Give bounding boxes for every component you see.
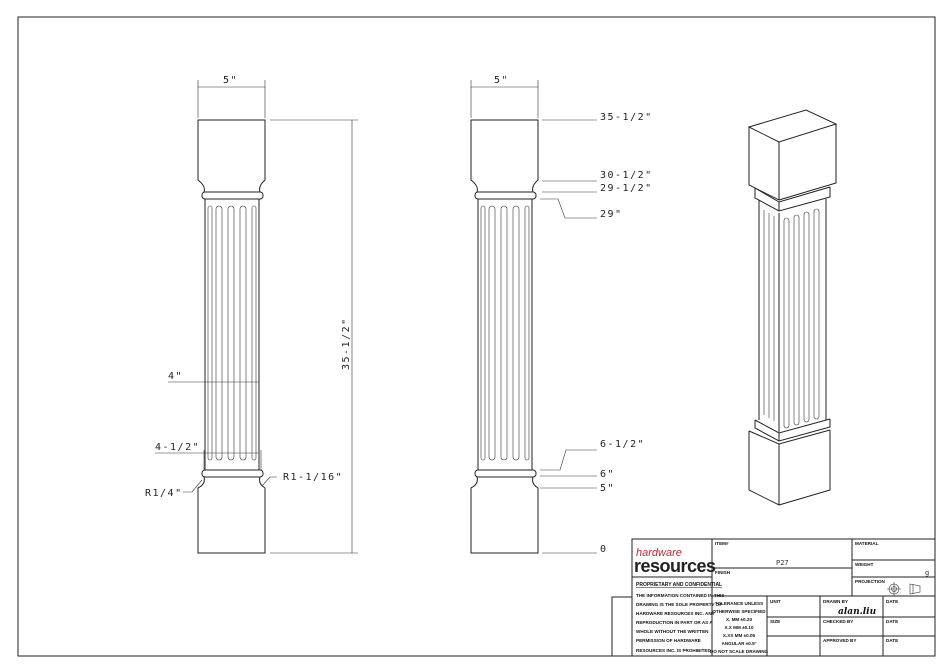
- item-label: ITEM#: [715, 541, 729, 546]
- projection-label: PROJECTION: [855, 579, 886, 584]
- unit-label: UNIT: [770, 599, 781, 604]
- weight-unit: g: [925, 569, 929, 577]
- drawing-border: [17, 16, 936, 657]
- dim-base-neck-width: 4-1/2": [155, 442, 200, 453]
- size-label: SIZE: [770, 619, 780, 624]
- tolerance-line: DO NOT SCALE DRAWING: [710, 649, 769, 654]
- proprietary-line: WHOLE WITHOUT THE WRITTEN: [636, 629, 709, 634]
- proprietary-line: THE INFORMATION CONTAINED IN THIS: [636, 593, 724, 598]
- dim-side-width: 5": [494, 75, 509, 86]
- proprietary-line: PERMISSION OF HARDWARE: [636, 638, 701, 643]
- proprietary-line: HARDWARE RESOURCES INC. ANY: [636, 611, 715, 616]
- dim-front-width: 5": [223, 75, 238, 86]
- title-block: hardware resources PROPRIETARY AND CONFI…: [611, 538, 936, 657]
- dim-shaft-width: 4": [168, 371, 183, 382]
- item-value: P27: [776, 559, 789, 567]
- projection-symbol-icon: [887, 582, 921, 596]
- logo-resources: resources: [634, 556, 716, 576]
- checked-by-label: CHECKED BY: [823, 619, 853, 624]
- dim-level: 29": [600, 209, 623, 220]
- dim-front-height: 35-1/2": [341, 317, 352, 370]
- side-view: 5" 35-1/2" 30-1/2" 29-1/2" 29" 6-1/2" 6"…: [470, 75, 653, 555]
- dim-radius-right: R1-1/16": [283, 472, 343, 483]
- proprietary-heading: PROPRIETARY AND CONFIDENTIAL: [636, 582, 722, 588]
- dim-level: 6": [600, 469, 615, 480]
- tolerance-line: X. MM ±0.20: [726, 617, 752, 622]
- tolerance-line: ANGULAR ±0.5°: [722, 641, 757, 646]
- dim-level: 6-1/2": [600, 439, 645, 450]
- tolerance-line: X.XX MM ±0.05: [723, 633, 756, 638]
- proprietary-line: REPRODUCTION IN PART OR AS A: [636, 620, 713, 625]
- logo-hardware: hardware: [636, 547, 682, 559]
- front-view: 5" 35-1/2" 4" 4-1/2" R1/4" R1-1/16": [145, 75, 358, 554]
- tolerance-line: OTHERWISE SPECIFIED: [712, 609, 766, 614]
- dim-level: 35-1/2": [600, 112, 653, 123]
- weight-label: WEIGHT: [855, 562, 874, 567]
- dim-level: 29-1/2": [600, 183, 653, 194]
- finish-label: FINISH: [715, 570, 731, 575]
- proprietary-line: RESOURCES INC. IS PROHIBITED: [636, 648, 711, 653]
- dim-radius-left: R1/4": [145, 488, 183, 499]
- date-label: DATE: [886, 619, 898, 624]
- dim-level: 0: [600, 544, 608, 555]
- approved-by-label: APPROVED BY: [823, 638, 856, 643]
- dim-level: 5": [600, 483, 615, 494]
- proprietary-line: DRAWING IS THE SOLE PROPERTY OF: [636, 602, 722, 607]
- drawn-by-signature: alan.liu: [838, 607, 877, 617]
- drawn-by-label: DRAWN BY: [823, 599, 848, 604]
- dim-level: 30-1/2": [600, 170, 653, 181]
- date-label: DATE: [886, 599, 898, 604]
- isometric-view: [747, 109, 838, 506]
- date-label: DATE: [886, 638, 898, 643]
- material-label: MATERIAL: [855, 541, 879, 546]
- tolerance-line: TOLERANCE UNLESS: [715, 601, 763, 606]
- tolerance-line: X.X MM ±0.10: [724, 625, 754, 630]
